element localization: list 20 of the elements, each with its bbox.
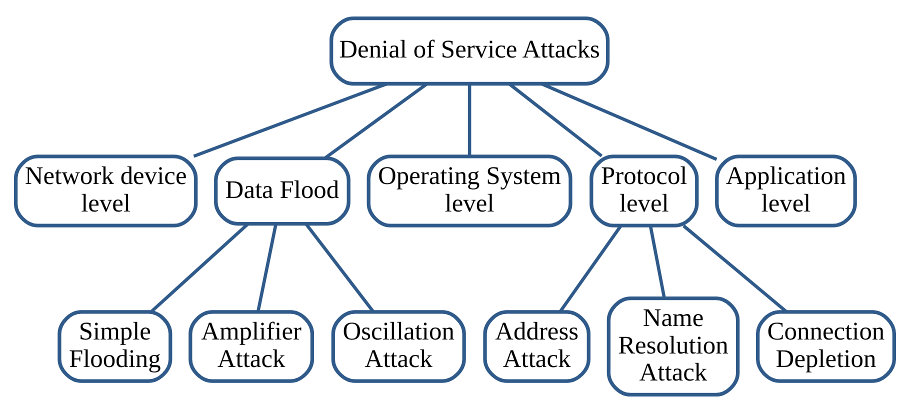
node-box: Operating System level — [366, 154, 572, 228]
connector — [648, 226, 666, 298]
connector — [508, 82, 603, 158]
node-box: Amplifier Attack — [188, 310, 314, 383]
connector — [558, 224, 622, 313]
node-box: Network device level — [14, 154, 198, 228]
connector — [150, 223, 249, 313]
node-box: Connection Depletion — [756, 310, 896, 383]
node-box: Data Flood — [214, 156, 350, 226]
node-box: Oscillation Attack — [331, 310, 466, 383]
node-box: Name Resolution Attack — [606, 296, 740, 397]
node-box: Protocol level — [590, 154, 699, 228]
connector — [256, 224, 278, 312]
connector — [305, 223, 375, 313]
connector — [468, 84, 472, 156]
node-box: Address Attack — [483, 310, 590, 383]
connector — [682, 224, 788, 314]
node-box: Simple Flooding — [58, 310, 172, 383]
node-box: Denial of Service Attacks — [330, 16, 610, 86]
node-box: Application level — [715, 154, 857, 228]
